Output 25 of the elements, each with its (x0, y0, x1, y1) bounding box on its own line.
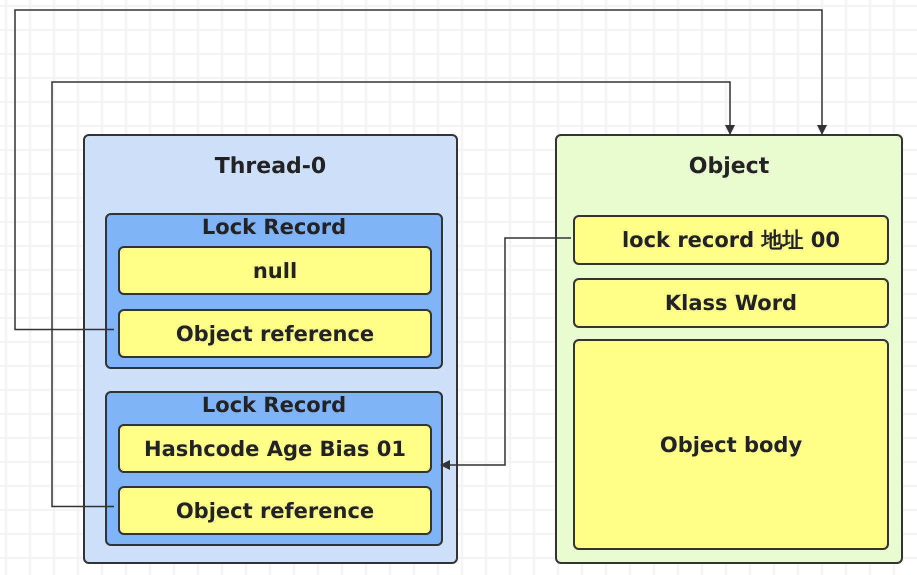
field-label: Klass Word (664, 291, 798, 315)
field-box (573, 215, 889, 265)
field-label: null (252, 258, 298, 282)
arrow (51, 81, 735, 508)
field-box (118, 486, 432, 535)
object-box (555, 134, 903, 564)
field-label: Object body (658, 432, 804, 456)
field-label: lock record 地址 00 (620, 227, 842, 254)
field-box (118, 424, 432, 473)
box-title: Lock Record (200, 215, 348, 239)
field-box (573, 339, 889, 550)
box-title: Lock Record (200, 393, 348, 417)
field-label: Object reference (174, 322, 376, 346)
thread-box (83, 134, 458, 564)
lock-record-box (105, 213, 443, 369)
field-label: Object reference (174, 498, 376, 522)
field-label: Hashcode Age Bias 01 (143, 436, 407, 460)
field-box (118, 246, 432, 295)
box-title: Object (688, 154, 770, 179)
lock-record-box (105, 391, 443, 546)
field-box (573, 278, 889, 328)
arrow (14, 9, 827, 330)
field-box (118, 309, 432, 358)
box-title: Thread-0 (214, 154, 328, 179)
arrow (440, 237, 571, 470)
